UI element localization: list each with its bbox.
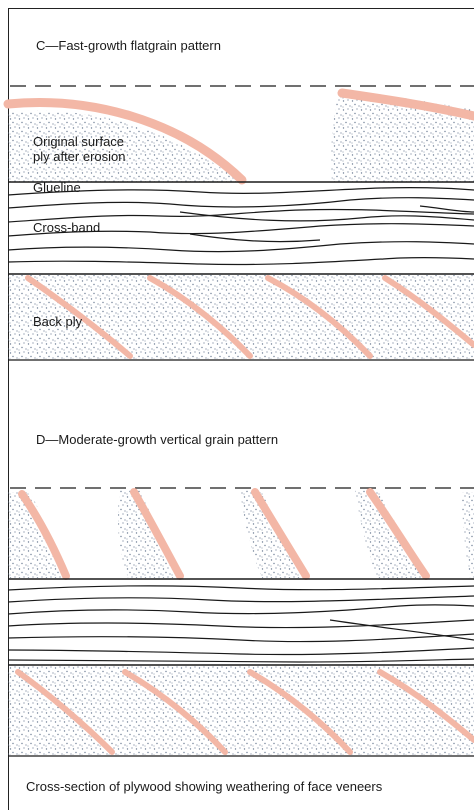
glueline-label: Glueline [33, 180, 81, 195]
panel-d-back-ply-bands [15, 669, 474, 755]
surface-ply-label-line1: Original surface [33, 134, 125, 149]
panel-d-back-ply-fill [8, 666, 474, 755]
panel-d-crossband-grain [7, 585, 474, 663]
panel-c-face-band-left [3, 98, 247, 185]
panel-d-face-stipple [8, 490, 474, 578]
back-ply-label: Back ply [33, 314, 83, 329]
panel-d-diagram [7, 487, 474, 757]
panel-c-diagram [3, 85, 474, 361]
figure-frame [8, 8, 474, 810]
surface-ply-label-line2: ply after erosion [33, 149, 126, 164]
panel-c-face-band-right [337, 88, 474, 121]
panel-c-back-ply-bands [25, 275, 474, 359]
panel-c-crossband-grain [7, 187, 474, 266]
panel-d-face-bands [18, 488, 430, 580]
crossband-label: Cross-band [33, 220, 101, 235]
figure-caption: Cross-section of plywood showing weather… [26, 779, 383, 794]
panel-c-title: C—Fast-growth flatgrain pattern [36, 38, 221, 53]
panel-d-title: D—Moderate-growth vertical grain pattern [36, 432, 279, 447]
panel-c-eroded-face-left [8, 110, 240, 182]
